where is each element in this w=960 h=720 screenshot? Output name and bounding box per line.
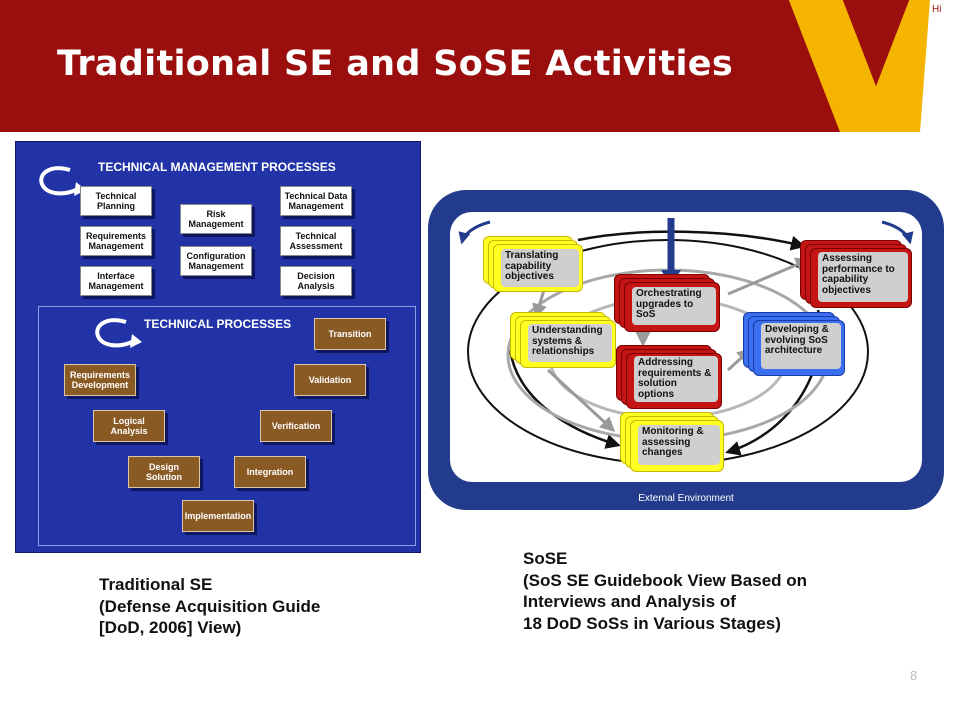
validation-box: Validation — [294, 364, 366, 396]
page-number: 8 — [910, 668, 918, 683]
design-solution-box: Design Solution — [128, 456, 200, 488]
sose-diagram: Translating capability objectives Unders… — [428, 190, 944, 510]
technical-data-management-box: Technical Data Management — [280, 186, 352, 216]
requirements-management-box: Requirements Management — [80, 226, 152, 256]
verification-box: Verification — [260, 410, 332, 442]
caption-line: (SoS SE Guidebook View Based on — [523, 570, 808, 590]
risk-management-box: Risk Management — [180, 204, 252, 234]
integration-box: Integration — [234, 456, 306, 488]
technical-processes-heading: TECHNICAL PROCESSES — [144, 317, 292, 331]
technical-planning-box: Technical Planning — [80, 186, 152, 216]
traditional-se-diagram: TECHNICAL MANAGEMENT PROCESSES Technical… — [15, 141, 421, 553]
caption-line: Interviews and Analysis of — [523, 592, 736, 611]
caption-line: SoSE — [523, 549, 568, 568]
logical-analysis-box: Logical Analysis — [93, 410, 165, 442]
transition-box: Transition — [314, 318, 386, 350]
technical-assessment-box: Technical Assessment — [280, 226, 352, 256]
decision-analysis-box: Decision Analysis — [280, 266, 352, 296]
technical-management-heading: TECHNICAL MANAGEMENT PROCESSES — [98, 160, 336, 174]
v-logo-icon: Hi — [788, 0, 960, 132]
caption-line: [DoD, 2006] View) — [99, 618, 242, 637]
traditional-se-caption: Traditional SE (Defense Acquisition Guid… — [99, 574, 320, 639]
cycle-arrow-icon — [95, 318, 142, 348]
implementation-box: Implementation — [182, 500, 254, 532]
caption-line: 18 DoD SoSs in Various Stages) — [523, 613, 781, 633]
caption-line: Traditional SE — [99, 575, 213, 594]
external-environment-label: External Environment — [638, 493, 734, 504]
technical-processes-frame — [38, 306, 416, 546]
sose-flow-arrows — [458, 218, 914, 465]
caption-line: (Defense Acquisition Guide — [99, 596, 321, 616]
title-banner: Traditional SE and SoSE Activities Hi — [0, 0, 960, 132]
configuration-management-box: Configuration Management — [180, 246, 252, 276]
requirements-development-box: Requirements Development — [64, 364, 136, 396]
slide-title: Traditional SE and SoSE Activities — [57, 44, 733, 84]
interface-management-box: Interface Management — [80, 266, 152, 296]
logo-text: Hi — [932, 4, 941, 15]
sose-caption: SoSE (SoS SE Guidebook View Based on Int… — [523, 548, 807, 634]
